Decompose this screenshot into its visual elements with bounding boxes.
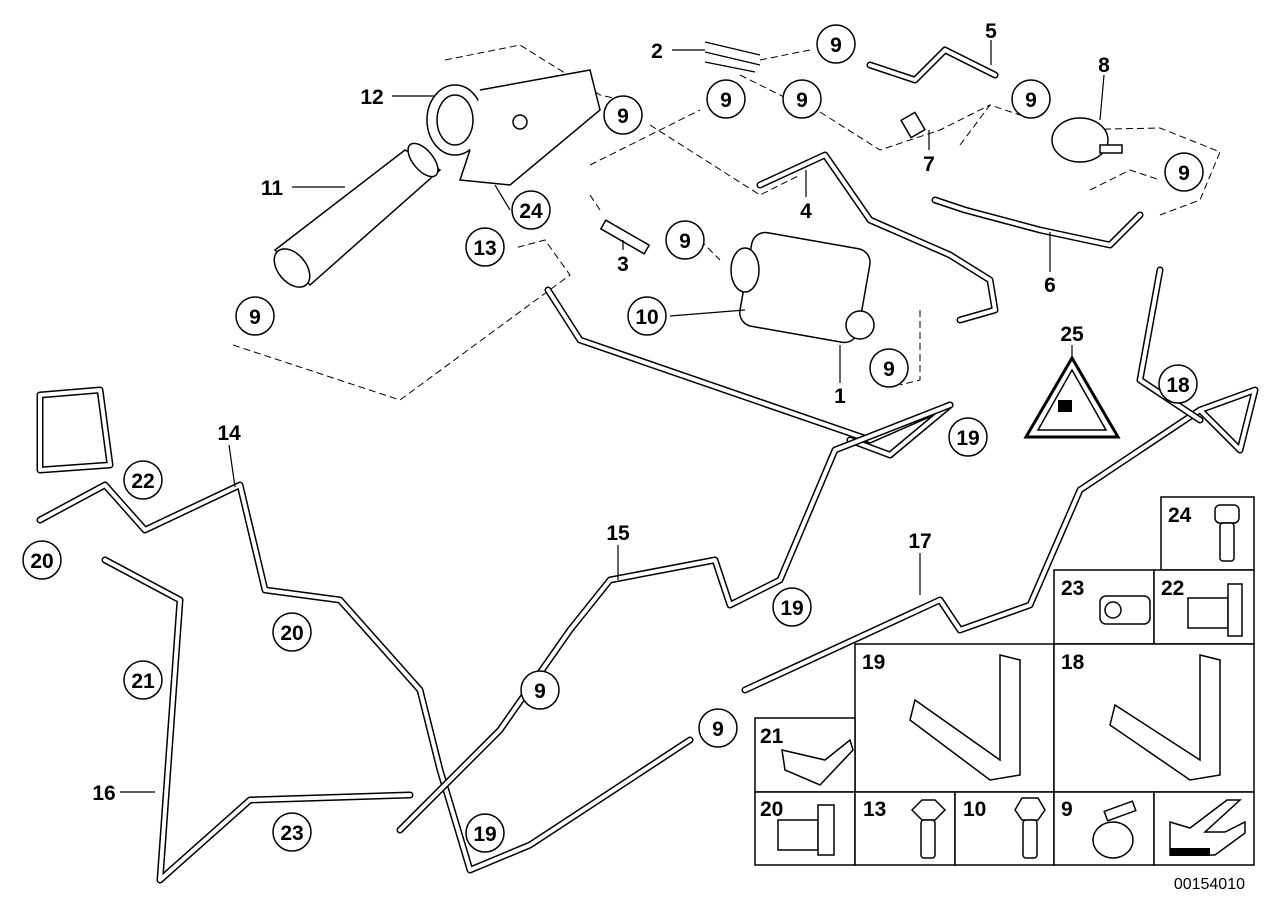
- callout-14[interactable]: 14: [217, 422, 241, 445]
- callout-24[interactable]: 24: [511, 190, 551, 230]
- callout-9[interactable]: 9: [782, 79, 822, 119]
- warning-triangle: [1023, 355, 1121, 439]
- callout-21[interactable]: 21: [123, 660, 163, 700]
- callout-9[interactable]: 9: [665, 220, 705, 260]
- svg-text:19: 19: [780, 597, 803, 620]
- callout-23[interactable]: 23: [272, 812, 312, 852]
- callout-12[interactable]: 12: [360, 86, 383, 109]
- callout-1[interactable]: 1: [834, 385, 846, 408]
- callout-20[interactable]: 20: [22, 540, 62, 580]
- svg-text:9: 9: [1025, 89, 1037, 112]
- svg-text:19: 19: [473, 823, 496, 846]
- callout-6[interactable]: 6: [1044, 274, 1056, 297]
- dashed-assembly-lines: [232, 44, 1221, 401]
- callout-9[interactable]: 9: [698, 708, 738, 748]
- svg-text:9: 9: [830, 34, 842, 57]
- callout-3[interactable]: 3: [617, 253, 629, 276]
- callout-9[interactable]: 9: [869, 348, 909, 388]
- callout-19[interactable]: 19: [948, 417, 988, 457]
- leader-lines: [120, 40, 1105, 793]
- callout-9[interactable]: 9: [603, 95, 643, 135]
- svg-text:10: 10: [635, 306, 658, 329]
- parts: [273, 41, 1123, 439]
- callout-4[interactable]: 4: [800, 200, 812, 223]
- pressure-converter: [1051, 117, 1123, 163]
- svg-text:22: 22: [1161, 577, 1184, 600]
- svg-text:21: 21: [131, 670, 155, 693]
- tubes: [36, 46, 1259, 884]
- filter-canister: [273, 142, 442, 288]
- valve-unit: [730, 231, 875, 344]
- svg-text:18: 18: [1061, 651, 1085, 674]
- legend-cell-18[interactable]: 18: [1053, 643, 1255, 793]
- svg-text:9: 9: [712, 718, 724, 741]
- callout-10[interactable]: 10: [627, 296, 667, 336]
- valve-small: [900, 111, 926, 139]
- svg-text:9: 9: [534, 680, 546, 703]
- callout-9[interactable]: 9: [520, 670, 560, 710]
- callout-16[interactable]: 16: [92, 782, 115, 805]
- svg-text:9: 9: [249, 306, 261, 329]
- diagram-code: 00154010: [1174, 876, 1245, 893]
- svg-text:10: 10: [963, 798, 986, 821]
- callout-7[interactable]: 7: [923, 153, 935, 176]
- svg-text:22: 22: [131, 470, 154, 493]
- parts-legend: 24 23 22 19 18 21 20: [754, 496, 1255, 866]
- callout-17[interactable]: 17: [908, 530, 931, 553]
- svg-text:18: 18: [1166, 374, 1190, 397]
- svg-text:20: 20: [30, 550, 53, 573]
- svg-text:23: 23: [1061, 577, 1084, 600]
- callout-9[interactable]: 9: [1164, 152, 1204, 192]
- callout-18[interactable]: 18: [1158, 364, 1198, 404]
- svg-text:13: 13: [863, 798, 886, 821]
- svg-text:9: 9: [1178, 162, 1190, 185]
- legend-cell-19[interactable]: 19: [854, 643, 1055, 793]
- svg-text:19: 19: [862, 651, 885, 674]
- legend-cell-9[interactable]: 9: [1053, 791, 1155, 866]
- callout-9[interactable]: 9: [816, 24, 856, 64]
- legend-cell-arrow: [1153, 791, 1255, 866]
- plain-callouts: 2 5 8 12 11 7 4 3 6 25 1 14 15 17 16: [92, 20, 1110, 805]
- svg-text:9: 9: [796, 89, 808, 112]
- callout-9[interactable]: 9: [235, 296, 275, 336]
- callout-15[interactable]: 15: [606, 522, 630, 545]
- legend-cell-13[interactable]: 13: [854, 791, 956, 866]
- callout-19[interactable]: 19: [465, 813, 505, 853]
- svg-text:9: 9: [679, 230, 691, 253]
- svg-text:20: 20: [760, 798, 783, 821]
- legend-cell-23[interactable]: 23: [1053, 569, 1155, 645]
- svg-text:9: 9: [1061, 798, 1073, 821]
- callout-25[interactable]: 25: [1060, 323, 1084, 346]
- callout-13[interactable]: 13: [465, 227, 505, 267]
- svg-text:9: 9: [720, 89, 732, 112]
- svg-text:19: 19: [956, 427, 979, 450]
- svg-text:20: 20: [280, 622, 303, 645]
- legend-cell-21[interactable]: 21: [754, 717, 856, 793]
- callout-5[interactable]: 5: [985, 20, 997, 43]
- callout-2[interactable]: 2: [651, 40, 663, 63]
- callout-9[interactable]: 9: [1011, 79, 1051, 119]
- legend-cell-24[interactable]: 24: [1160, 496, 1255, 571]
- svg-text:9: 9: [883, 358, 895, 381]
- svg-text:24: 24: [519, 200, 543, 223]
- callout-20[interactable]: 20: [272, 612, 312, 652]
- legend-cell-22[interactable]: 22: [1153, 569, 1255, 645]
- callout-11[interactable]: 11: [261, 177, 284, 200]
- bracket-clamp: [426, 69, 601, 186]
- svg-text:13: 13: [473, 237, 496, 260]
- hose-piece: [599, 219, 651, 255]
- callout-19[interactable]: 19: [772, 587, 812, 627]
- legend-cell-10[interactable]: 10: [954, 791, 1055, 866]
- legend-cell-20[interactable]: 20: [754, 791, 856, 866]
- callout-9[interactable]: 9: [706, 79, 746, 119]
- callout-22[interactable]: 22: [123, 460, 163, 500]
- circled-callouts: 9 9 9 9 9 9 9 9 9 9 9 24 13 10 18 19 22 …: [22, 24, 1204, 853]
- callout-8[interactable]: 8: [1098, 54, 1110, 77]
- connector-pins: [704, 41, 761, 73]
- svg-text:21: 21: [760, 725, 784, 748]
- svg-text:24: 24: [1168, 504, 1192, 527]
- svg-text:9: 9: [617, 105, 629, 128]
- svg-text:23: 23: [280, 822, 303, 845]
